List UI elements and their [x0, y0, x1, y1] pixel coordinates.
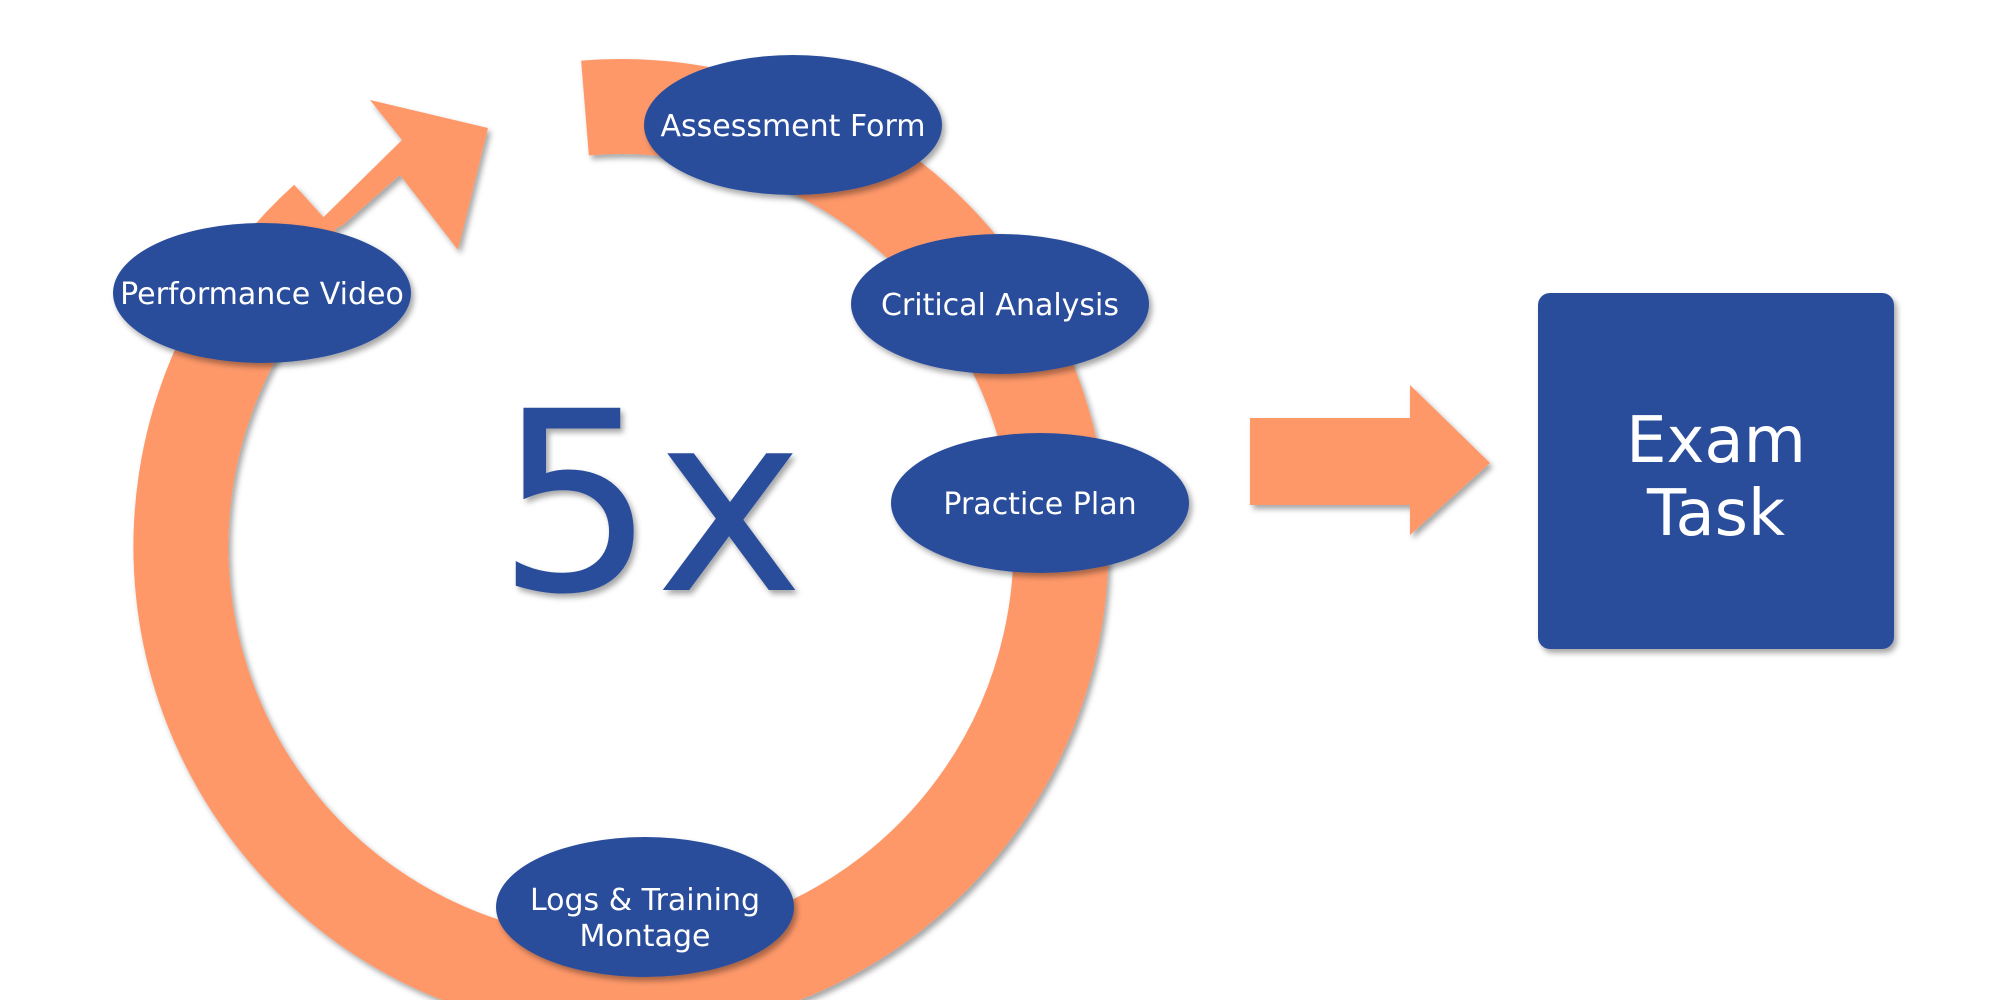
node-label-assessment-form: Assessment Form [660, 109, 925, 144]
cycle-node-critical-analysis [851, 234, 1149, 374]
outcome-box-rect [1538, 293, 1894, 649]
outcome-label-line-2: Task [1646, 477, 1785, 551]
cycle-node-performance-video [113, 223, 411, 363]
node-label-logs-training-line-1: Logs & Training [530, 883, 760, 918]
cycle-arrowhead [285, 100, 488, 255]
node-ellipse [851, 234, 1149, 374]
outcome-box [1538, 293, 1894, 649]
outcome-label-line-1: Exam [1626, 404, 1806, 478]
flow-arrow [1250, 385, 1490, 535]
node-label-performance-video: Performance Video [120, 277, 404, 312]
center-label: 5x [496, 358, 803, 649]
node-label-logs-training-line-2: Montage [580, 919, 711, 954]
cycle-node-practice-plan [891, 433, 1189, 573]
cycle-node-logs-training-montage [496, 837, 794, 977]
node-label-practice-plan: Practice Plan [943, 487, 1136, 522]
node-ellipse [891, 433, 1189, 573]
node-ellipse [113, 223, 411, 363]
cycle-node-assessment-form [644, 55, 942, 195]
node-ellipse [496, 837, 794, 977]
node-ellipse [644, 55, 942, 195]
node-label-critical-analysis: Critical Analysis [881, 288, 1119, 323]
cycle-ring-tail [546, 106, 585, 150]
